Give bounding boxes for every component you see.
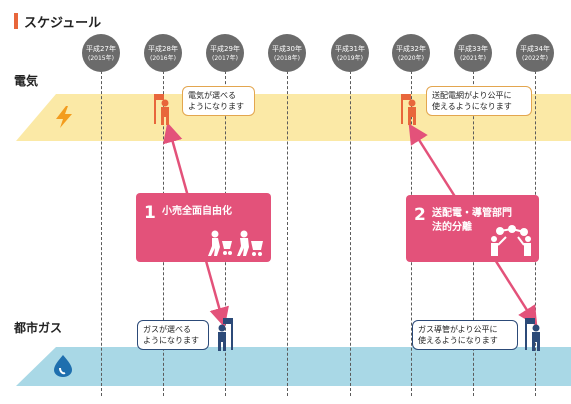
year-circle-2015: 平成27年 (2015年) [82, 34, 120, 72]
year-sub: (2019年) [337, 54, 363, 62]
year-circle-2018: 平成30年 (2018年) [268, 34, 306, 72]
reform-title-line2: 法的分離 [432, 222, 472, 233]
year-label: 平成30年 [272, 44, 302, 53]
year-label: 平成29年 [210, 44, 240, 53]
timeline-line-2015 [101, 66, 102, 396]
reform-title: 送配電・導管部門 [432, 208, 512, 219]
bubble-line: ようになります [143, 336, 199, 345]
title-accent-bar [14, 13, 18, 29]
bubble-line: 使えるようになります [432, 102, 512, 111]
bubble-line: 使えるようになります [418, 336, 498, 345]
year-circle-2019: 平成31年 (2019年) [331, 34, 369, 72]
speech-bubble-elec-choice: 電気が選べる ようになります [182, 86, 255, 116]
shopping-people-icon [208, 230, 263, 256]
reform-box-retail: 1 小売全面自由化 [136, 193, 271, 262]
year-label: 平成28年 [148, 44, 178, 53]
timeline-line-2019 [350, 66, 351, 396]
year-label: 平成34年 [520, 44, 550, 53]
person-with-flag-icon [525, 318, 540, 351]
reform-title: 小売全面自由化 [162, 206, 232, 217]
year-label: 平成31年 [335, 44, 365, 53]
person-with-flag-icon [154, 94, 169, 125]
flame-drop-icon [54, 355, 72, 377]
network-workers-icon [491, 225, 531, 256]
bubble-line: ようになります [188, 102, 244, 111]
gas-band [16, 347, 571, 386]
year-sub: (2015年) [88, 54, 114, 62]
year-sub: (2018年) [274, 54, 300, 62]
person-with-flag-icon [218, 318, 233, 351]
year-sub: (2020年) [398, 54, 424, 62]
reform-number: 1 [144, 203, 156, 223]
speech-bubble-gas-pipe: ガス導管がより公平に 使えるようになります [412, 320, 518, 350]
year-sub: (2021年) [460, 54, 486, 62]
bubble-line: 送配電網がより公平に [432, 91, 512, 100]
year-circle-2022: 平成34年 (2022年) [516, 34, 554, 72]
year-label: 平成32年 [396, 44, 426, 53]
speech-bubble-gas-choice: ガスが選べる ようになります [137, 320, 209, 350]
year-circle-2020: 平成32年 (2020年) [392, 34, 430, 72]
timeline-line-2018 [287, 66, 288, 396]
row-label-gas: 都市ガス [14, 321, 63, 335]
page-title: スケジュール [24, 16, 102, 31]
year-sub: (2022年) [522, 54, 548, 62]
year-sub: (2016年) [150, 54, 176, 62]
row-label-electricity: 電気 [14, 74, 39, 88]
person-with-flag-icon [401, 94, 416, 125]
year-label: 平成27年 [86, 44, 116, 53]
year-label: 平成33年 [458, 44, 488, 53]
bubble-line: ガス導管がより公平に [418, 325, 498, 334]
year-circle-2016: 平成28年 (2016年) [144, 34, 182, 72]
year-circle-2021: 平成33年 (2021年) [454, 34, 492, 72]
lightning-bolt-icon [56, 106, 72, 128]
reform-number: 2 [414, 205, 426, 225]
reform-box-unbundling: 2 送配電・導管部門 法的分離 [406, 195, 539, 262]
bubble-line: 電気が選べる [188, 91, 236, 100]
speech-bubble-elec-grid: 送配電網がより公平に 使えるようになります [426, 86, 532, 116]
year-sub: (2017年) [212, 54, 238, 62]
year-circle-2017: 平成29年 (2017年) [206, 34, 244, 72]
bubble-line: ガスが選べる [143, 325, 191, 334]
